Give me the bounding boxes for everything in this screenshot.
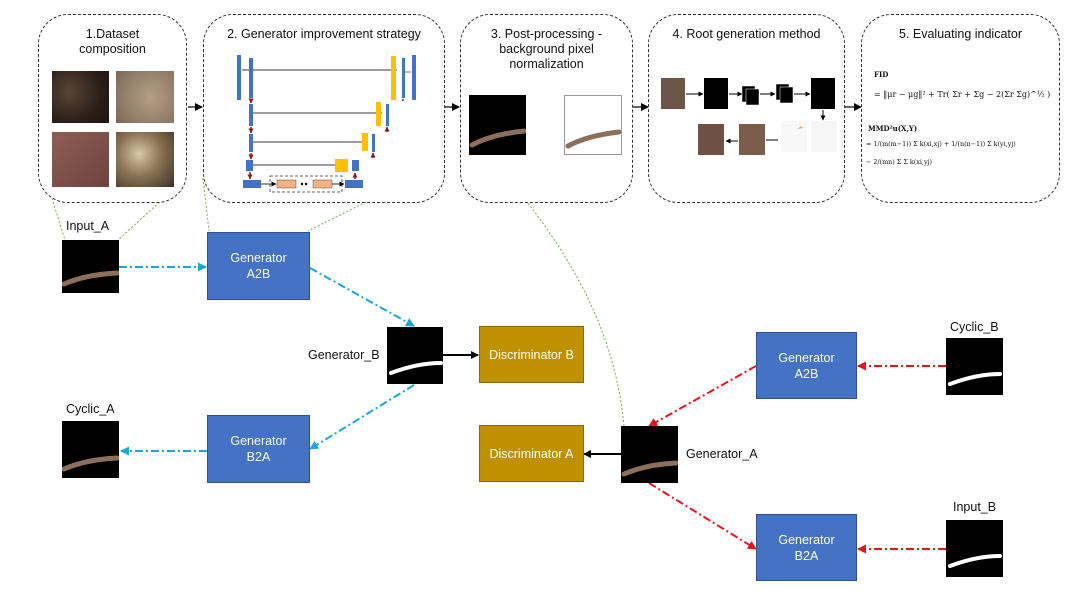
link-generator-left (202, 177, 210, 232)
soil-texture-3 (52, 132, 109, 187)
root-generation-schematic (661, 78, 837, 155)
cyclic-b-label: Cyclic_B (950, 320, 999, 334)
soil-texture-4 (116, 132, 174, 187)
generator-a-image (621, 426, 678, 483)
gen-a2b-right: Generator A2B (756, 332, 857, 399)
mmd-line-1: = 1/(m(m−1)) Σ k(xi,xj) + 1/(n(n−1)) Σ k… (866, 140, 1016, 148)
stage-title-eval: 5. Evaluating indicator (899, 27, 1022, 41)
arrow-gen-a2b-to-generator-a (648, 365, 757, 427)
fid-expression: = ‖μr − μg‖² + Tr( Σr + Σg − 2(Σr Σg)^½ … (874, 90, 1051, 99)
discriminator-a: Discriminator A (479, 425, 584, 482)
gen-a2b-left: Generator A2B (207, 232, 310, 300)
gen-b2a-right: Generator B2A (756, 514, 857, 581)
generator-a-label: Generator_A (686, 447, 758, 461)
input-a-label: Input_A (66, 219, 110, 233)
unet-schematic (237, 55, 416, 193)
stage-title-rootgen: 4. Root generation method (672, 27, 821, 41)
input-b-label: Input_B (953, 500, 997, 514)
generator-b-image (387, 327, 443, 384)
stage-title-dataset: 1.Dataset composition (79, 27, 146, 56)
fid-label-text: FID (874, 70, 889, 79)
input-b-image (946, 520, 1003, 577)
stage-root-generation: 4. Root generation method (648, 14, 845, 203)
stage-title-postprocess: 3. Post-processing - background pixel no… (490, 27, 603, 71)
mmd-line-2: − 2/(mn) Σ Σ k(xi,yj) (866, 158, 933, 166)
gen-b2a-left: Generator B2A (207, 415, 310, 483)
arrow-gen-a2b-to-generator-b (309, 267, 415, 327)
fid-label: FID (874, 70, 888, 80)
soil-texture-2 (116, 71, 174, 123)
mmd-label: MMD²u(X,Y) (868, 124, 917, 134)
stage-title-generator: 2. Generator improvement strategy (227, 27, 421, 41)
cyclic-a-label: Cyclic_A (66, 402, 115, 416)
cyclic-a-image (62, 421, 119, 478)
soil-texture-1 (52, 71, 109, 123)
link-generator-right (307, 201, 367, 232)
postprocess-image-before (469, 95, 526, 155)
arrow-generator-b-to-gen-b2a (309, 384, 415, 450)
cyclic-b-image (946, 338, 1003, 395)
stage-evaluating-indicator: 5. Evaluating indicator (861, 14, 1060, 203)
link-dataset-input-right (117, 177, 187, 241)
discriminator-b: Discriminator B (479, 326, 584, 383)
generator-b-label: Generator_B (308, 348, 380, 362)
stage-generator-improvement: 2. Generator improvement strategy (203, 14, 445, 203)
postprocess-image-after (564, 95, 622, 155)
arrow-generator-a-to-gen-b2a (648, 482, 757, 550)
input-a-image (62, 240, 119, 293)
mmd-label-text: MMD²u(X,Y) (868, 124, 918, 133)
